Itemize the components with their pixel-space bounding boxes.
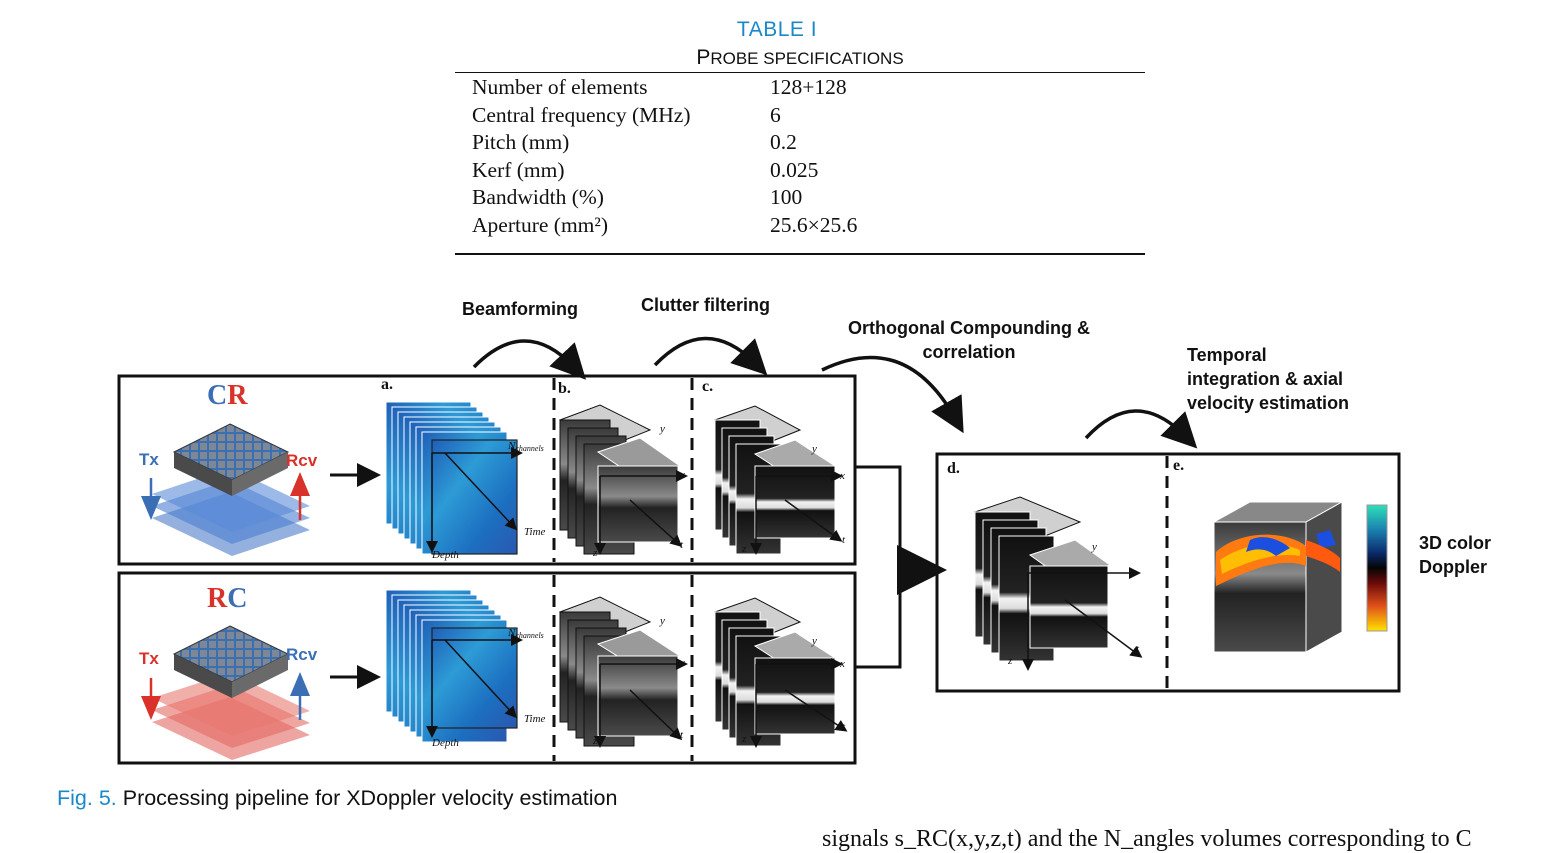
pipeline-diagram: Nchannels Time Depth Nchannels Time Dept… xyxy=(117,295,1491,765)
cr-filtered-stack xyxy=(713,405,843,555)
temporal-label-line1: Temporal xyxy=(1187,345,1267,365)
panel-letter-b: b. xyxy=(558,380,571,397)
value-cell: 25.6×25.6 xyxy=(770,212,858,237)
table-row: Kerf (mm) 0.025 xyxy=(472,157,1142,185)
body-text-fragment: signals s_RC(x,y,z,t) and the N_angles v… xyxy=(822,826,1472,852)
value-cell: 0.025 xyxy=(770,157,819,182)
rc-beamformed-stack xyxy=(558,596,688,748)
table-row: Central frequency (MHz) 6 xyxy=(472,102,1142,130)
clutter-arrow xyxy=(653,336,768,376)
param-cell: Number of elements xyxy=(472,75,648,100)
compounding-arrow xyxy=(821,355,964,434)
c-top-t-label: t xyxy=(842,534,846,546)
cr-tx-label: Tx xyxy=(139,450,159,469)
rc-tx-arrow xyxy=(141,678,161,720)
temporal-label-line2: integration & axial xyxy=(1187,369,1343,389)
param-cell: Aperture (mm²) xyxy=(472,212,608,237)
rc-rf-stack xyxy=(385,589,523,743)
doppler-colorbar xyxy=(1366,504,1388,632)
rc-time-label: Time xyxy=(524,713,546,725)
b-bottom-y-label: y xyxy=(659,615,665,627)
clutter-filtering-label: Clutter filtering xyxy=(641,295,770,315)
value-cell: 128+128 xyxy=(770,75,847,100)
temporal-arrow xyxy=(1084,409,1198,449)
table-row: Number of elements 128+128 xyxy=(472,74,1142,102)
value-cell: 6 xyxy=(770,102,781,127)
param-cell: Kerf (mm) xyxy=(472,157,565,182)
d-x-label: x xyxy=(1129,567,1135,579)
rc-title: RC xyxy=(207,583,247,614)
merge-connector xyxy=(855,465,902,669)
b-top-x-label: x xyxy=(679,469,685,481)
cr-depth-label: Depth xyxy=(431,549,459,561)
b-top-z-label: z xyxy=(592,547,598,559)
c-bottom-t-label: t xyxy=(842,721,846,733)
b-bottom-t-label: t xyxy=(680,729,684,741)
d-t-label: t xyxy=(1136,643,1140,655)
caption-rest: ROBE SPECIFICATIONS xyxy=(710,49,904,68)
cr-rcv-label: Rcv xyxy=(286,451,318,470)
table-row: Pitch (mm) 0.2 xyxy=(472,129,1142,157)
panel-letter-c: c. xyxy=(702,378,713,395)
cr-nchannels-label: Nchannels xyxy=(507,440,544,453)
d-y-label: y xyxy=(1091,541,1097,553)
c-top-y-label: y xyxy=(811,443,817,455)
cr-rcv-arrow xyxy=(290,472,310,520)
param-cell: Bandwidth (%) xyxy=(472,185,604,210)
table-row: Bandwidth (%) 100 xyxy=(472,184,1142,212)
rc-nchannels-label: Nchannels xyxy=(507,627,544,640)
compounded-stack xyxy=(973,496,1143,671)
b-bottom-x-label: x xyxy=(679,657,685,669)
figure-number: Fig. 5. xyxy=(57,786,117,810)
output-label-line2: Doppler xyxy=(1419,557,1487,577)
c-bottom-y-label: y xyxy=(811,635,817,647)
panel-letter-e: e. xyxy=(1173,457,1184,474)
param-cell: Central frequency (MHz) xyxy=(472,102,691,127)
param-cell: Pitch (mm) xyxy=(472,130,570,155)
d-z-label: z xyxy=(1007,655,1013,667)
orthogonal-label-line2: correlation xyxy=(922,342,1015,362)
c-top-z-label: z xyxy=(741,543,747,555)
spec-table: Number of elements 128+128 Central freque… xyxy=(472,74,1142,239)
value-cell: 0.2 xyxy=(770,130,797,155)
b-top-y-label: y xyxy=(659,423,665,435)
rc-depth-label: Depth xyxy=(431,737,459,749)
table-row: Aperture (mm²) 25.6×25.6 xyxy=(472,212,1142,240)
rc-rcv-arrow xyxy=(290,672,310,720)
c-bottom-z-label: z xyxy=(741,733,747,745)
panel-letter-a: a. xyxy=(381,376,393,393)
rc-tx-label: Tx xyxy=(139,649,159,668)
b-bottom-z-label: z xyxy=(592,735,598,747)
beamforming-label: Beamforming xyxy=(462,299,578,319)
table-caption: PROBE SPECIFICATIONS xyxy=(455,46,1145,70)
c-top-x-label: x xyxy=(839,470,845,482)
orthogonal-label-line1: Orthogonal Compounding & xyxy=(848,318,1090,338)
cr-rf-stack xyxy=(385,401,523,555)
rc-probe-illustration xyxy=(152,625,310,760)
pipeline-figure: Nchannels Time Depth Nchannels Time Dept… xyxy=(0,280,1554,780)
cr-probe-illustration xyxy=(152,423,310,556)
output-label-line1: 3D color xyxy=(1419,533,1491,553)
color-doppler-volume xyxy=(1212,501,1344,653)
figure-caption-text: Processing pipeline for XDoppler velocit… xyxy=(116,786,618,810)
table-top-rule xyxy=(455,72,1145,74)
panel-letter-d: d. xyxy=(947,460,960,477)
temporal-label-line3: velocity estimation xyxy=(1187,393,1349,413)
c-bottom-x-label: x xyxy=(839,658,845,670)
rc-filtered-stack xyxy=(713,597,848,748)
figure-caption: Fig. 5. Processing pipeline for XDoppler… xyxy=(57,786,617,811)
caption-cap: P xyxy=(696,46,711,69)
value-cell: 100 xyxy=(770,185,803,210)
rc-rcv-label: Rcv xyxy=(286,645,318,664)
table-bottom-rule xyxy=(455,253,1145,255)
table-label: TABLE I xyxy=(736,18,818,41)
cr-tx-arrow xyxy=(141,478,161,520)
cr-panel-box xyxy=(117,374,857,566)
cr-beamformed-stack xyxy=(558,404,688,555)
cr-title: CR xyxy=(207,380,248,411)
cr-time-label: Time xyxy=(524,526,546,538)
b-top-t-label: t xyxy=(680,539,684,551)
beamforming-arrow xyxy=(472,339,587,380)
